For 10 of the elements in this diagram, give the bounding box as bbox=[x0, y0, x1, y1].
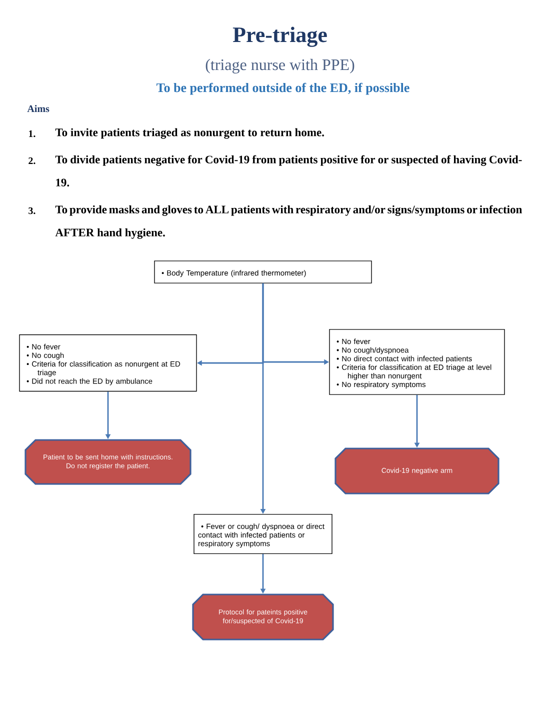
list-item: To provide masks and gloves to ALL patients with respiratory and/or signs/symptoms or infection AFTER hand hygiene. bbox=[55, 205, 522, 239]
list-number: 2. bbox=[28, 157, 36, 164]
list-number: 1. bbox=[29, 130, 36, 138]
section-heading: Aims bbox=[27, 105, 50, 112]
list-item: To invite patients triaged as nonurgent to return home. bbox=[55, 128, 324, 139]
heading: To be performed outside of the ED, if possible bbox=[156, 82, 410, 95]
subtitle: (triage nurse with PPE) bbox=[206, 58, 354, 74]
list-item: To divide patients negative for Covid-19 from patients positive for or suspected of having Covid-19. bbox=[55, 155, 522, 186]
list-number: 3. bbox=[28, 207, 36, 214]
title: Pre-triage bbox=[232, 26, 327, 47]
